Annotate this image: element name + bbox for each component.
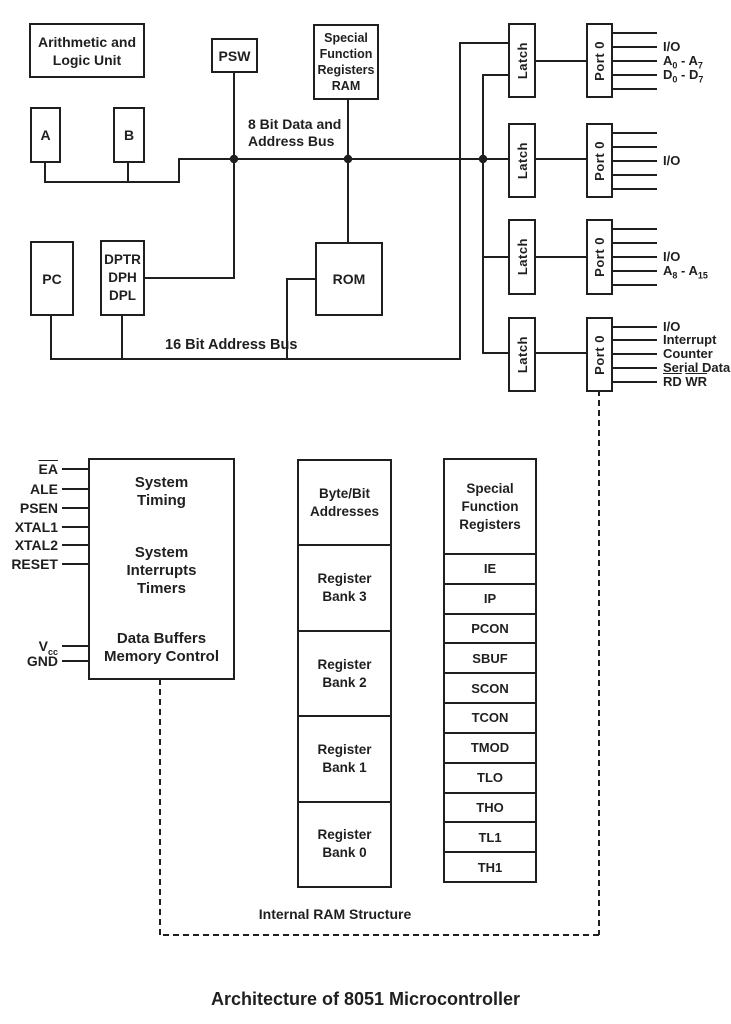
latch-block-1: Latch — [508, 23, 536, 98]
port4-rd-wr-label: RD WR — [663, 374, 708, 389]
psw-block: PSW — [211, 38, 258, 73]
solid-wires — [44, 32, 657, 662]
rom-block: ROM — [315, 242, 383, 316]
ram-map-header: Byte/Bit Addresses — [309, 485, 380, 519]
address-bus-label: 16 Bit Address Bus — [165, 337, 298, 353]
system-control-block: System Timing System Interrupts Timers D… — [88, 458, 235, 680]
sfr-row-tmod: TMOD — [445, 731, 535, 762]
sfr-row-tl1: TL1 — [445, 821, 535, 851]
port4-interrupt-label: Interrupt — [663, 332, 717, 347]
data-bus-label: 8 Bit Data and Address Bus — [248, 116, 342, 149]
latch-block-2: Latch — [508, 123, 536, 198]
junction-dots — [229, 154, 488, 164]
port-block-3: Port 0 — [586, 219, 613, 295]
ram-map-column: Byte/Bit Addresses Register Bank 3 Regis… — [297, 459, 392, 888]
port1-io-label: I/O — [663, 39, 681, 54]
register-bank-3: Register Bank 3 — [299, 544, 390, 629]
port3-io-label: I/O — [663, 249, 681, 264]
pc-block: PC — [30, 241, 74, 316]
sfr-row-ip: IP — [445, 582, 535, 613]
port-block-1: Port 0 — [586, 23, 613, 98]
pin-ale: ALE — [30, 481, 58, 497]
port4-counter-label: Counter — [663, 346, 713, 361]
internal-ram-caption: Internal RAM Structure — [258, 906, 412, 922]
latch-block-3: Latch — [508, 219, 536, 295]
dptr-block: DPTR DPH DPL — [100, 240, 145, 316]
alu-block: Arithmetic and Logic Unit — [29, 23, 145, 78]
pin-xtal2: XTAL2 — [14, 537, 58, 553]
port4-io-label: I/O — [663, 319, 681, 334]
dashed-wires — [159, 390, 600, 936]
port-block-4: Port 0 — [586, 317, 613, 392]
register-bank-2: Register Bank 2 — [299, 629, 390, 715]
latch-block-4: Latch — [508, 317, 536, 392]
sfr-row-tcon: TCON — [445, 702, 535, 732]
port1-address-label: A0 - A7 — [663, 53, 703, 71]
sfr-row-tlo: TLO — [445, 761, 535, 792]
register-b-block: B — [113, 107, 145, 163]
port2-io-label: I/O — [663, 153, 681, 168]
sfr-row-pcon: PCON — [445, 612, 535, 643]
diagram-title: Architecture of 8051 Microcontroller — [210, 989, 521, 1009]
sfr-row-tho: THO — [445, 791, 535, 822]
sfr-column: Special Function Registers IE IP PCON SB… — [443, 458, 537, 883]
sfr-row-scon: SCON — [445, 672, 535, 702]
pin-reset: RESET — [11, 556, 58, 572]
port-block-2: Port 0 — [586, 123, 613, 198]
port1-data-label: D0 - D7 — [663, 67, 704, 85]
sfr-row-ie: IE — [445, 553, 535, 583]
register-a-block: A — [30, 107, 61, 163]
system-timing-label: System Timing — [134, 474, 189, 509]
pin-vcc: Vcc — [38, 638, 58, 657]
pin-gnd: GND — [26, 653, 58, 669]
port4-serial-data-label: Serial Data — [663, 360, 731, 375]
register-bank-0: Register Bank 0 — [299, 800, 390, 886]
pin-psen: PSEN — [19, 500, 58, 516]
register-bank-1: Register Bank 1 — [299, 715, 390, 800]
sfr-row-th1: TH1 — [445, 851, 535, 881]
port3-address-label: A8 - A15 — [663, 263, 708, 281]
sfr-header: Special Function Registers — [459, 480, 521, 532]
data-buffers-label: Data Buffers Memory Control — [103, 630, 219, 665]
sfr-row-sbuf: SBUF — [445, 642, 535, 672]
system-interrupts-label: System Interrupts Timers — [126, 544, 197, 597]
pin-ea: EA — [38, 461, 58, 477]
pin-xtal1: XTAL1 — [14, 519, 58, 535]
sfr-ram-block: Special Function Registers RAM — [313, 24, 379, 100]
